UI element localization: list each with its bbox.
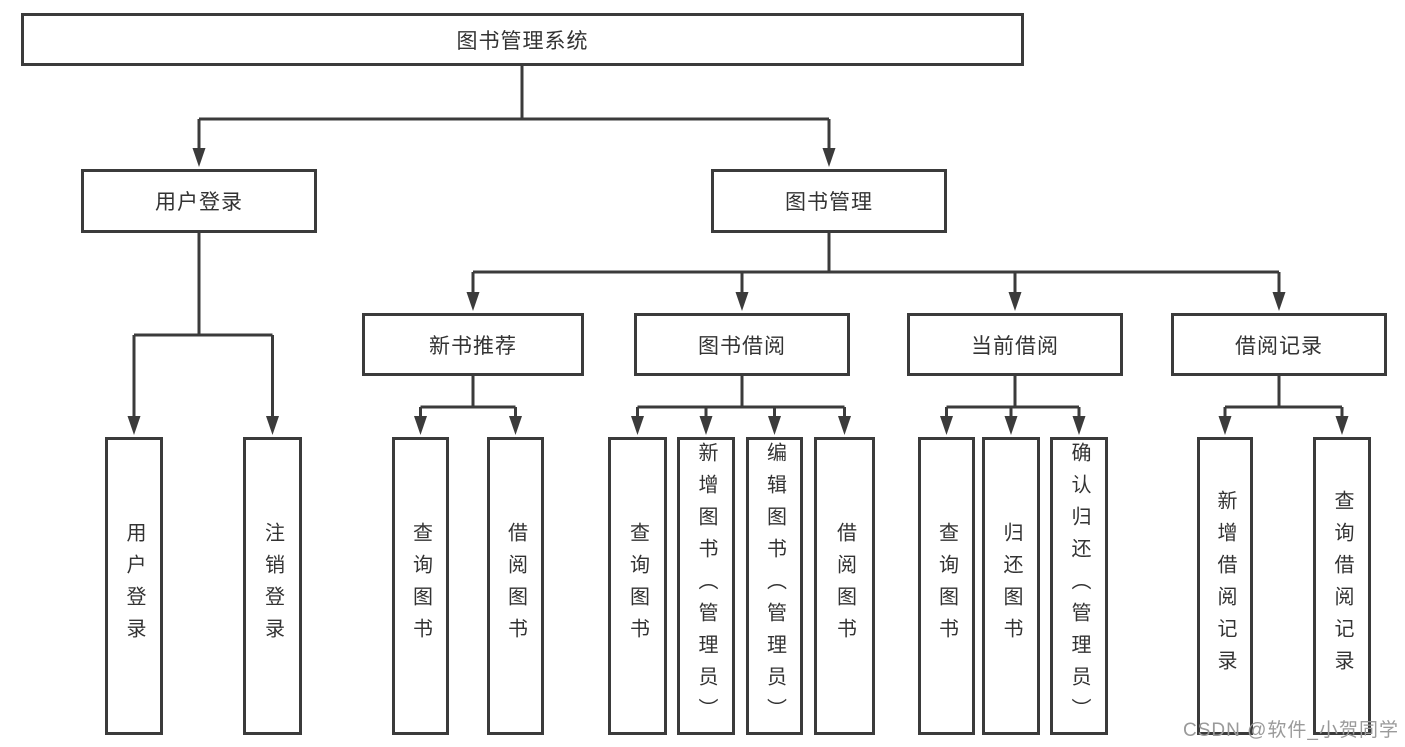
- node-library-system: 图书管理系统: [21, 13, 1024, 66]
- node-label: 新增图书（管理员）: [695, 442, 717, 730]
- node-bw-edit-books-admin: 编辑图书（管理员）: [746, 437, 803, 735]
- node-label: 确认归还（管理员）: [1068, 442, 1090, 730]
- node-cu-return-books: 归还图书: [982, 437, 1040, 735]
- node-label: 查询图书: [626, 522, 649, 650]
- node-ul-user-login: 用户登录: [105, 437, 163, 735]
- node-book-management: 图书管理: [711, 169, 947, 233]
- node-label: 查询借阅记录: [1331, 490, 1353, 682]
- node-borrow-records: 借阅记录: [1171, 313, 1387, 376]
- node-label: 用户登录: [123, 522, 145, 650]
- node-label: 归还图书: [1000, 522, 1022, 650]
- node-rc-add-record: 新增借阅记录: [1197, 437, 1253, 735]
- node-new-book-recommend: 新书推荐: [362, 313, 584, 376]
- node-label: 注销登录: [261, 522, 284, 650]
- node-label: 编辑图书（管理员）: [763, 442, 786, 730]
- node-rc-query-record: 查询借阅记录: [1313, 437, 1371, 735]
- node-current-borrow: 当前借阅: [907, 313, 1123, 376]
- node-book-borrow: 图书借阅: [634, 313, 850, 376]
- node-label: 查询图书: [935, 522, 958, 650]
- node-bw-query-books: 查询图书: [608, 437, 667, 735]
- node-bw-add-books-admin: 新增图书（管理员）: [677, 437, 735, 735]
- node-nr-query-books: 查询图书: [392, 437, 449, 735]
- node-label: 借阅图书: [833, 522, 856, 650]
- node-ul-logout: 注销登录: [243, 437, 302, 735]
- node-bw-borrow-books: 借阅图书: [814, 437, 875, 735]
- node-cu-query-books: 查询图书: [918, 437, 975, 735]
- node-label: 借阅图书: [504, 522, 527, 650]
- node-user-login: 用户登录: [81, 169, 317, 233]
- watermark: CSDN @软件_小贺同学: [1183, 720, 1399, 741]
- node-label: 新增借阅记录: [1214, 490, 1236, 682]
- node-cu-confirm-return-admin: 确认归还（管理员）: [1050, 437, 1108, 735]
- node-label: 查询图书: [409, 522, 432, 650]
- node-nr-borrow-books: 借阅图书: [487, 437, 544, 735]
